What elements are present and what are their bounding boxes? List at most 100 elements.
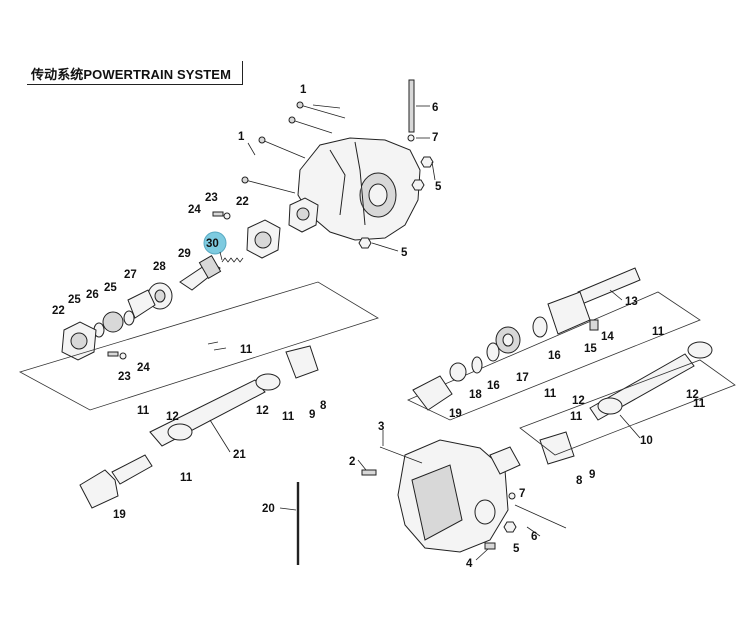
boot-19-upper <box>412 375 453 411</box>
bolt-1-c <box>261 139 306 159</box>
ring-25-a <box>123 310 135 326</box>
rear-differential-pinion-flange <box>489 446 521 475</box>
callout-label: 18 <box>469 389 482 401</box>
callout-label: 24 <box>137 362 150 374</box>
leader-4 <box>475 548 489 561</box>
callout-label: 11 <box>240 344 253 356</box>
callout-label: 5 <box>401 247 408 259</box>
driveshaft-frame-left <box>18 281 379 411</box>
callout-leaders <box>209 104 641 561</box>
leader-21 <box>209 419 231 453</box>
driveshaft-frame-right <box>407 291 701 421</box>
callout-label: 11 <box>137 405 150 417</box>
callout-label: 3 <box>378 421 384 433</box>
flange-upper-coupler <box>285 345 319 379</box>
callout-label: 5 <box>513 543 520 555</box>
callout-label: 19 <box>449 408 462 420</box>
output-flange-hub <box>296 207 310 221</box>
rear-differential-bore <box>474 499 496 525</box>
yoke-10-rear <box>597 397 623 415</box>
nut-5-b <box>411 179 425 191</box>
callout-label: 29 <box>178 248 191 260</box>
callout-label: 15 <box>584 343 597 355</box>
bolt-1-head-b <box>288 116 296 124</box>
nut-7 <box>407 134 415 142</box>
bearing-17-inner <box>502 333 514 347</box>
callout-label: 24 <box>188 204 201 216</box>
callout-label: 19 <box>113 509 126 521</box>
title-block: 传动系统POWERTRAIN SYSTEM <box>27 61 243 85</box>
callout-label: 7 <box>432 132 438 144</box>
nut-5-c <box>358 237 372 249</box>
yoke-rear <box>167 423 193 441</box>
nut-5-rear <box>503 521 517 533</box>
nut-7-rear <box>508 492 516 500</box>
title-underline <box>27 84 243 85</box>
callout-label: 11 <box>693 398 706 410</box>
callout-label: 23 <box>205 192 218 204</box>
callout-label: 11 <box>570 411 583 423</box>
highlight-marker-30 <box>203 231 227 255</box>
callout-label: 25 <box>68 294 81 306</box>
seal-18 <box>449 362 467 382</box>
bolt-1-head-a <box>296 101 304 109</box>
pinion-gear-29 <box>198 255 222 279</box>
leader-13 <box>609 289 623 301</box>
callout-label: 22 <box>52 305 65 317</box>
callout-label: 25 <box>104 282 117 294</box>
bolt-4 <box>484 542 496 550</box>
callout-label: 21 <box>233 449 246 461</box>
callout-label: 2 <box>349 456 355 468</box>
bolt-14 <box>589 319 599 331</box>
callout-labels: 1 1 6 7 5 5 23 24 22 30 29 28 27 26 25 2… <box>52 84 706 570</box>
callout-label: 11 <box>652 326 665 338</box>
yoke-front <box>255 373 281 391</box>
bolt-1-a <box>299 104 346 119</box>
frame-break-mark-a <box>207 341 219 345</box>
bolt-1-b <box>291 119 333 134</box>
front-differential-flange-rib <box>329 141 366 226</box>
callout-label: 5 <box>435 181 442 193</box>
washer-24-bottom <box>119 352 127 360</box>
seal-27 <box>127 289 156 319</box>
bolt-1-head-c <box>258 136 266 144</box>
callout-label: 16 <box>548 350 561 362</box>
callout-label: 28 <box>153 261 166 273</box>
bearing-28-inner <box>154 289 166 303</box>
rear-differential-cover-grid <box>411 464 463 541</box>
leader-5a <box>431 161 436 181</box>
callout-label: 30 <box>206 238 219 250</box>
front-differential-group <box>61 79 434 361</box>
callout-label: 11 <box>180 472 193 484</box>
callout-label: 1 <box>300 84 307 96</box>
callout-label: 12 <box>686 389 699 401</box>
callout-label: 11 <box>544 388 557 400</box>
leader-30 <box>219 251 223 261</box>
boot-19-lower <box>79 469 119 509</box>
callout-label: 13 <box>625 296 638 308</box>
leader-10 <box>619 414 641 439</box>
title-end-rule <box>242 61 243 85</box>
callout-label: 8 <box>576 475 583 487</box>
callout-label: 26 <box>86 289 99 301</box>
callout-label: 12 <box>572 395 585 407</box>
callout-label: 14 <box>601 331 614 343</box>
screw-23-bottom <box>107 351 119 357</box>
rear-driveshaft-10-group <box>519 341 736 465</box>
driveshaft-frame-10 <box>519 359 736 456</box>
flange-22-hub <box>254 231 272 249</box>
callout-label: 7 <box>519 488 525 500</box>
washer-24-top <box>223 212 231 220</box>
leader-2 <box>357 459 367 471</box>
flange-coupler-10 <box>539 431 575 465</box>
bolt-1-d <box>244 179 296 194</box>
callout-label: 20 <box>262 503 275 515</box>
screw-23-top <box>212 211 224 217</box>
bearing-26 <box>102 311 124 333</box>
leader-6b <box>526 526 541 537</box>
stud-6-rear <box>514 504 567 529</box>
front-differential-bore <box>368 183 388 207</box>
rear-differential-group <box>361 439 567 553</box>
flange-22-lower-hub <box>70 332 88 350</box>
